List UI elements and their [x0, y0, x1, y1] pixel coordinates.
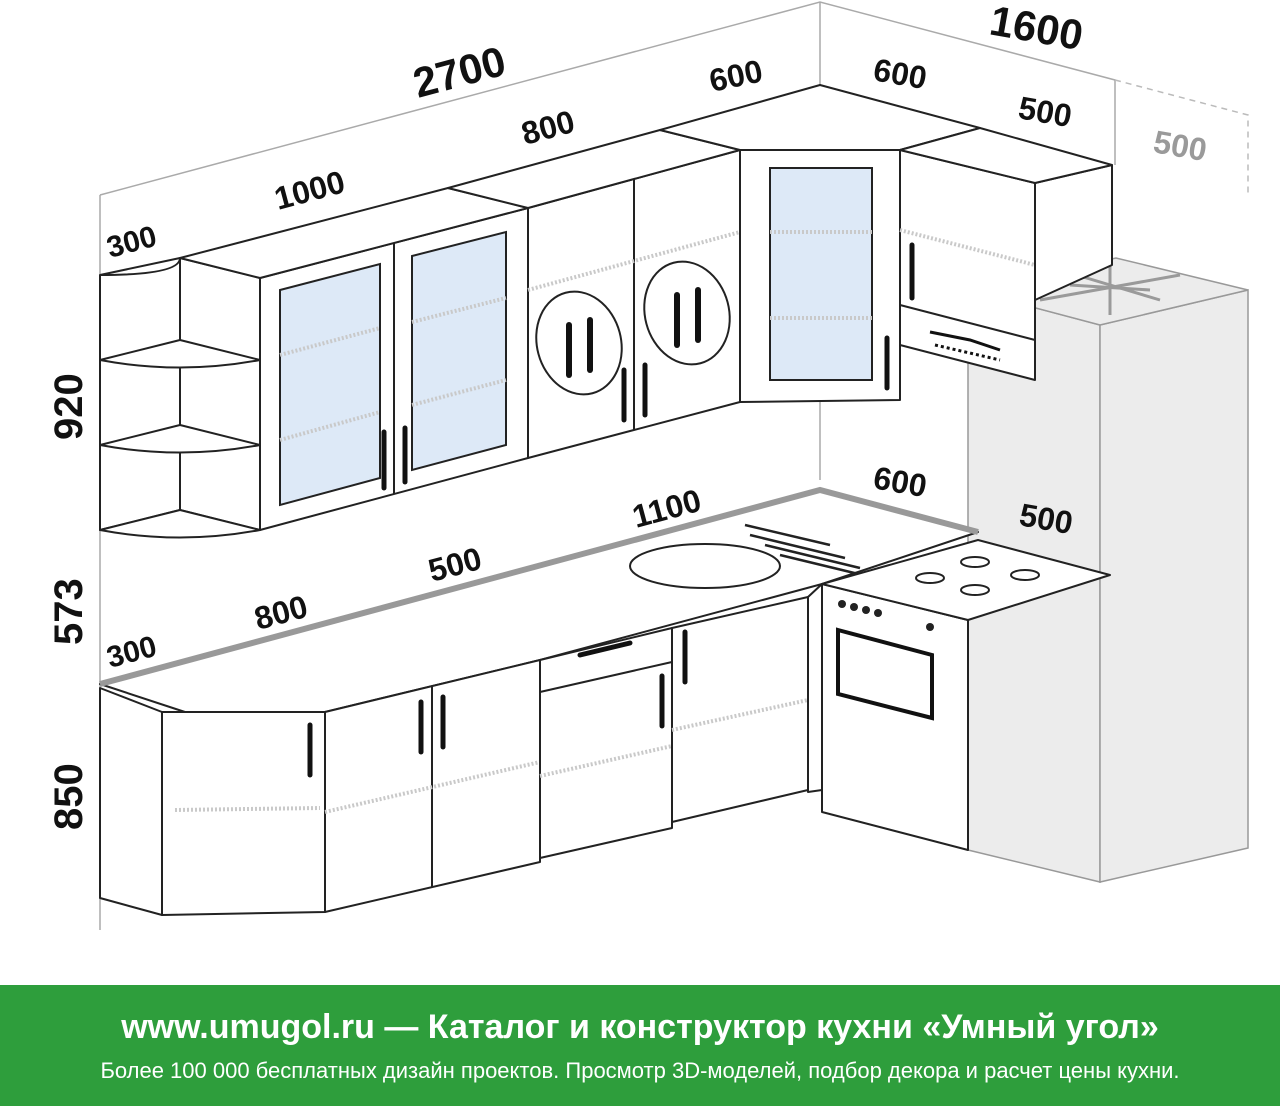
footer-banner: www.umugol.ru — Каталог и конструктор ку… [0, 985, 1280, 1106]
dim-height-base: 850 [47, 763, 91, 830]
dim-upper-corner-right: 600 [706, 53, 766, 99]
dim-upper-300: 300 [103, 220, 160, 265]
dim-height-gap: 573 [47, 578, 91, 645]
dim-upper-side-500: 500 [1016, 89, 1075, 134]
dim-upper-1000: 1000 [270, 164, 348, 217]
kitchen-drawing: 2700 1600 600 600 500 500 300 1000 800 9… [47, 0, 1249, 930]
upper-open-shelf [99, 257, 261, 539]
upper-glass-cabinet [179, 187, 529, 531]
cutlery-icon [566, 287, 701, 378]
footer-title[interactable]: www.umugol.ru — Каталог и конструктор ку… [121, 1008, 1159, 1046]
footer-subtitle: Более 100 000 бесплатных дизайн проектов… [100, 1058, 1180, 1083]
dim-upper-side-corner: 600 [871, 51, 930, 96]
dim-base-side-600: 600 [871, 459, 930, 504]
base-cabinets [99, 583, 823, 916]
upper-corner-cabinet [659, 84, 981, 403]
drainer [744, 523, 876, 580]
burner-icons [915, 556, 1040, 596]
dim-height-upper: 920 [47, 373, 91, 440]
upper-hood-cabinet [899, 127, 1113, 381]
dim-upper-total: 2700 [408, 37, 510, 107]
dim-upper-800: 800 [517, 103, 578, 152]
stove [821, 539, 1111, 851]
hood-icon [929, 330, 1001, 362]
dim-fridge-width: 500 [1151, 123, 1210, 168]
stove-knobs [838, 600, 934, 631]
